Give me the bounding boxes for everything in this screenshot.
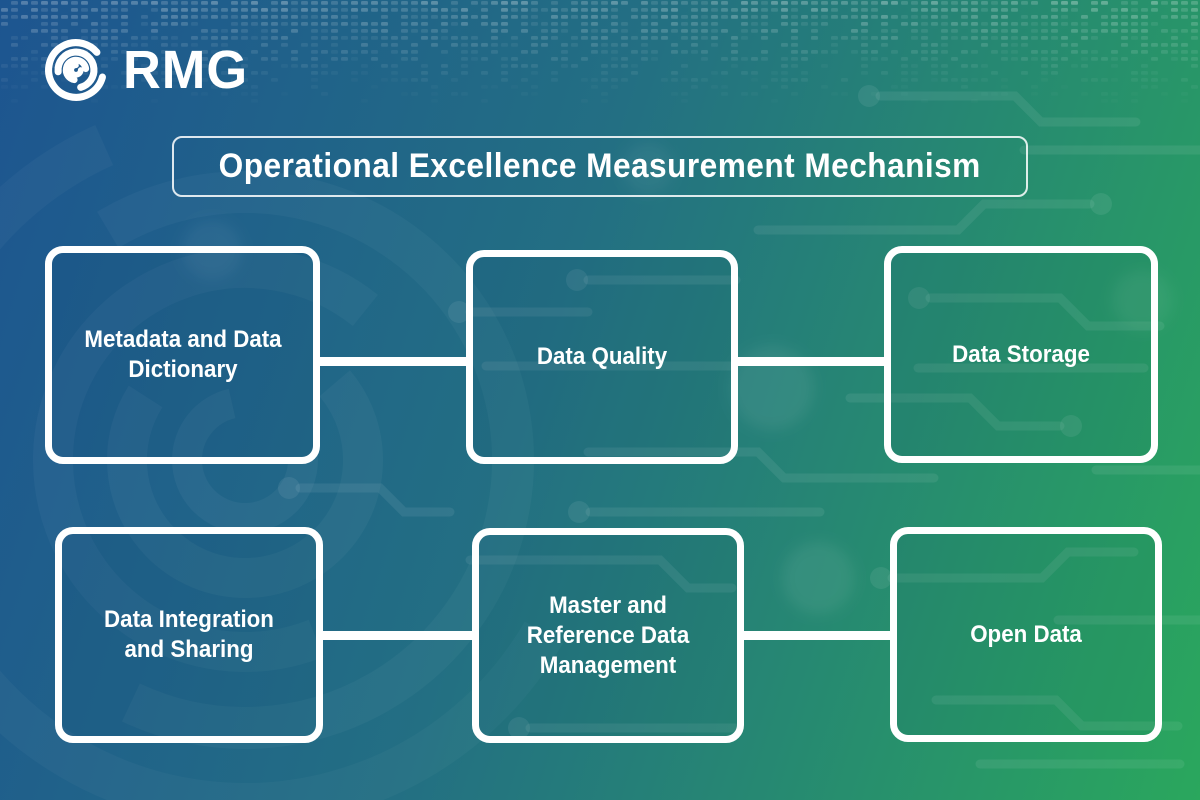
node-label: Open Data [970,620,1082,648]
node-master-and-reference-data-management: Master and Reference Data Management [472,528,744,743]
connector-row2-left [317,631,478,640]
node-metadata-and-data-dictionary: Metadata and Data Dictionary [45,246,320,464]
connector-row1-right [732,357,890,366]
rmg-logo-icon [45,39,107,101]
node-data-integration-and-sharing: Data Integration and Sharing [55,527,323,743]
connector-row2-right [738,631,896,640]
node-label: Data Quality [536,343,668,370]
brand-logo: RMG [42,36,252,104]
node-data-storage: Data Storage [884,246,1158,463]
brand-name: RMG [123,40,249,100]
node-open-data: Open Data [890,527,1162,742]
node-label: Data Integration and Sharing [104,606,274,663]
circuit-traces [295,91,1200,769]
node-label: Metadata and Data Dictionary [83,326,282,383]
node-label: Master and Reference Data Management [526,591,690,679]
circuit-node-dots [278,85,1112,739]
connector-row1-left [314,357,472,366]
page-title: Operational Excellence Measurement Mecha… [218,147,982,185]
node-label: Data Storage [952,340,1090,368]
title-banner: Operational Excellence Measurement Mecha… [172,136,1028,197]
pixel-dash-pattern [1,1,1198,89]
node-data-quality: Data Quality [466,250,738,464]
